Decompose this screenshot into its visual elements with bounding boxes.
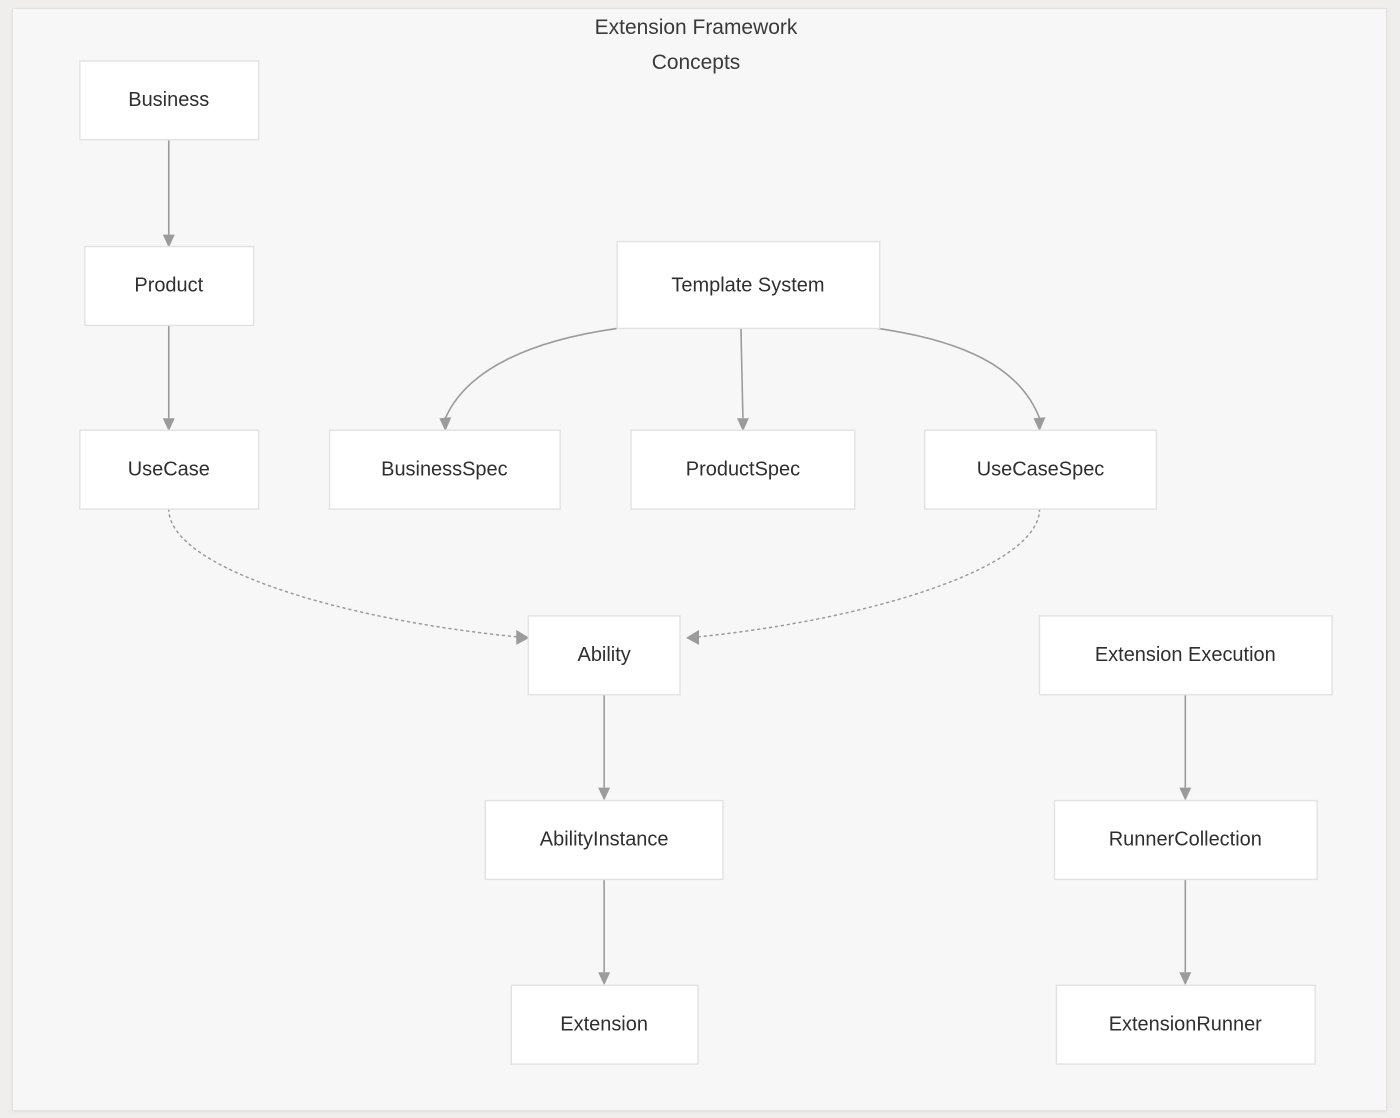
node-label: UseCaseSpec bbox=[977, 458, 1105, 480]
edge-template-system-to-product-spec bbox=[736, 328, 749, 432]
edge-runner-collection-to-extension-runner bbox=[1179, 879, 1192, 986]
arrowhead-icon bbox=[686, 629, 700, 645]
arrowhead-icon bbox=[162, 418, 175, 432]
arrowhead-icon bbox=[1179, 787, 1192, 801]
node-box[interactable] bbox=[79, 429, 260, 510]
diagram-panel: Extension Framework Concepts bbox=[12, 8, 1387, 1111]
node-product[interactable]: Product bbox=[84, 245, 255, 327]
node-extension-runner[interactable]: ExtensionRunner bbox=[1055, 984, 1316, 1065]
node-business[interactable]: Business bbox=[79, 60, 260, 141]
edge-usecase-spec-to-ability bbox=[686, 508, 1041, 645]
node-box[interactable] bbox=[510, 984, 699, 1065]
edge-extension-execution-to-runner-collection bbox=[1179, 694, 1192, 801]
arrowhead-icon bbox=[1033, 417, 1046, 432]
node-box[interactable] bbox=[484, 799, 724, 881]
node-box[interactable] bbox=[1053, 799, 1318, 881]
edge-layer bbox=[162, 139, 1192, 986]
node-box[interactable] bbox=[923, 429, 1158, 510]
node-box[interactable] bbox=[79, 60, 260, 141]
node-template-system[interactable]: Template System bbox=[616, 240, 881, 330]
node-business-spec[interactable]: BusinessSpec bbox=[328, 429, 561, 510]
edge-line bbox=[740, 328, 744, 419]
node-ability-instance[interactable]: AbilityInstance bbox=[484, 799, 724, 881]
diagram-title-line-2: Concepts bbox=[652, 51, 741, 74]
edge-template-system-to-business-spec bbox=[439, 327, 618, 432]
flowchart-canvas: Extension Framework Concepts bbox=[79, 16, 1333, 1065]
edge-ability-instance-to-extension bbox=[598, 879, 611, 986]
edge-line bbox=[444, 327, 618, 419]
node-box[interactable] bbox=[1038, 615, 1333, 696]
node-product-spec[interactable]: ProductSpec bbox=[630, 429, 856, 510]
arrowhead-icon bbox=[736, 418, 749, 432]
node-runner-collection[interactable]: RunnerCollection bbox=[1053, 799, 1318, 881]
node-label: Business bbox=[128, 89, 209, 111]
edge-line bbox=[877, 327, 1041, 419]
node-usecase[interactable]: UseCase bbox=[79, 429, 260, 510]
edge-template-system-to-usecase-spec bbox=[877, 327, 1046, 432]
node-label: Extension bbox=[560, 1013, 648, 1035]
edge-product-to-usecase bbox=[162, 325, 175, 432]
node-extension[interactable]: Extension bbox=[510, 984, 699, 1065]
node-box[interactable] bbox=[630, 429, 856, 510]
node-label: UseCase bbox=[128, 458, 210, 480]
node-label: ProductSpec bbox=[686, 458, 800, 480]
node-box[interactable] bbox=[1055, 984, 1316, 1065]
node-label: Template System bbox=[671, 275, 824, 297]
arrowhead-icon bbox=[598, 787, 611, 801]
arrowhead-icon bbox=[598, 972, 611, 986]
node-box[interactable] bbox=[616, 240, 881, 330]
node-layer: Business Product UseCase Template System bbox=[79, 60, 1333, 1065]
edge-line bbox=[697, 508, 1041, 638]
arrowhead-icon bbox=[516, 629, 530, 645]
node-usecase-spec[interactable]: UseCaseSpec bbox=[923, 429, 1158, 510]
node-label: Product bbox=[134, 275, 203, 297]
node-label: RunnerCollection bbox=[1109, 829, 1262, 851]
node-label: BusinessSpec bbox=[381, 458, 507, 480]
node-label: Ability bbox=[578, 644, 631, 666]
arrowhead-icon bbox=[1179, 972, 1192, 986]
edge-usecase-to-ability bbox=[168, 508, 530, 645]
arrowhead-icon bbox=[162, 234, 175, 248]
node-box[interactable] bbox=[84, 245, 255, 327]
node-label: AbilityInstance bbox=[540, 829, 669, 851]
node-label: ExtensionRunner bbox=[1109, 1013, 1262, 1035]
arrowhead-icon bbox=[439, 417, 452, 432]
diagram-title-line-1: Extension Framework bbox=[595, 16, 798, 39]
node-extension-execution[interactable]: Extension Execution bbox=[1038, 615, 1333, 696]
edge-line bbox=[168, 508, 519, 638]
edge-business-to-product bbox=[162, 139, 175, 248]
edge-ability-to-ability-instance bbox=[598, 694, 611, 801]
diagram-title: Extension Framework Concepts bbox=[595, 16, 798, 74]
node-ability[interactable]: Ability bbox=[527, 615, 681, 696]
node-box[interactable] bbox=[328, 429, 561, 510]
node-box[interactable] bbox=[527, 615, 681, 696]
node-label: Extension Execution bbox=[1095, 644, 1276, 666]
